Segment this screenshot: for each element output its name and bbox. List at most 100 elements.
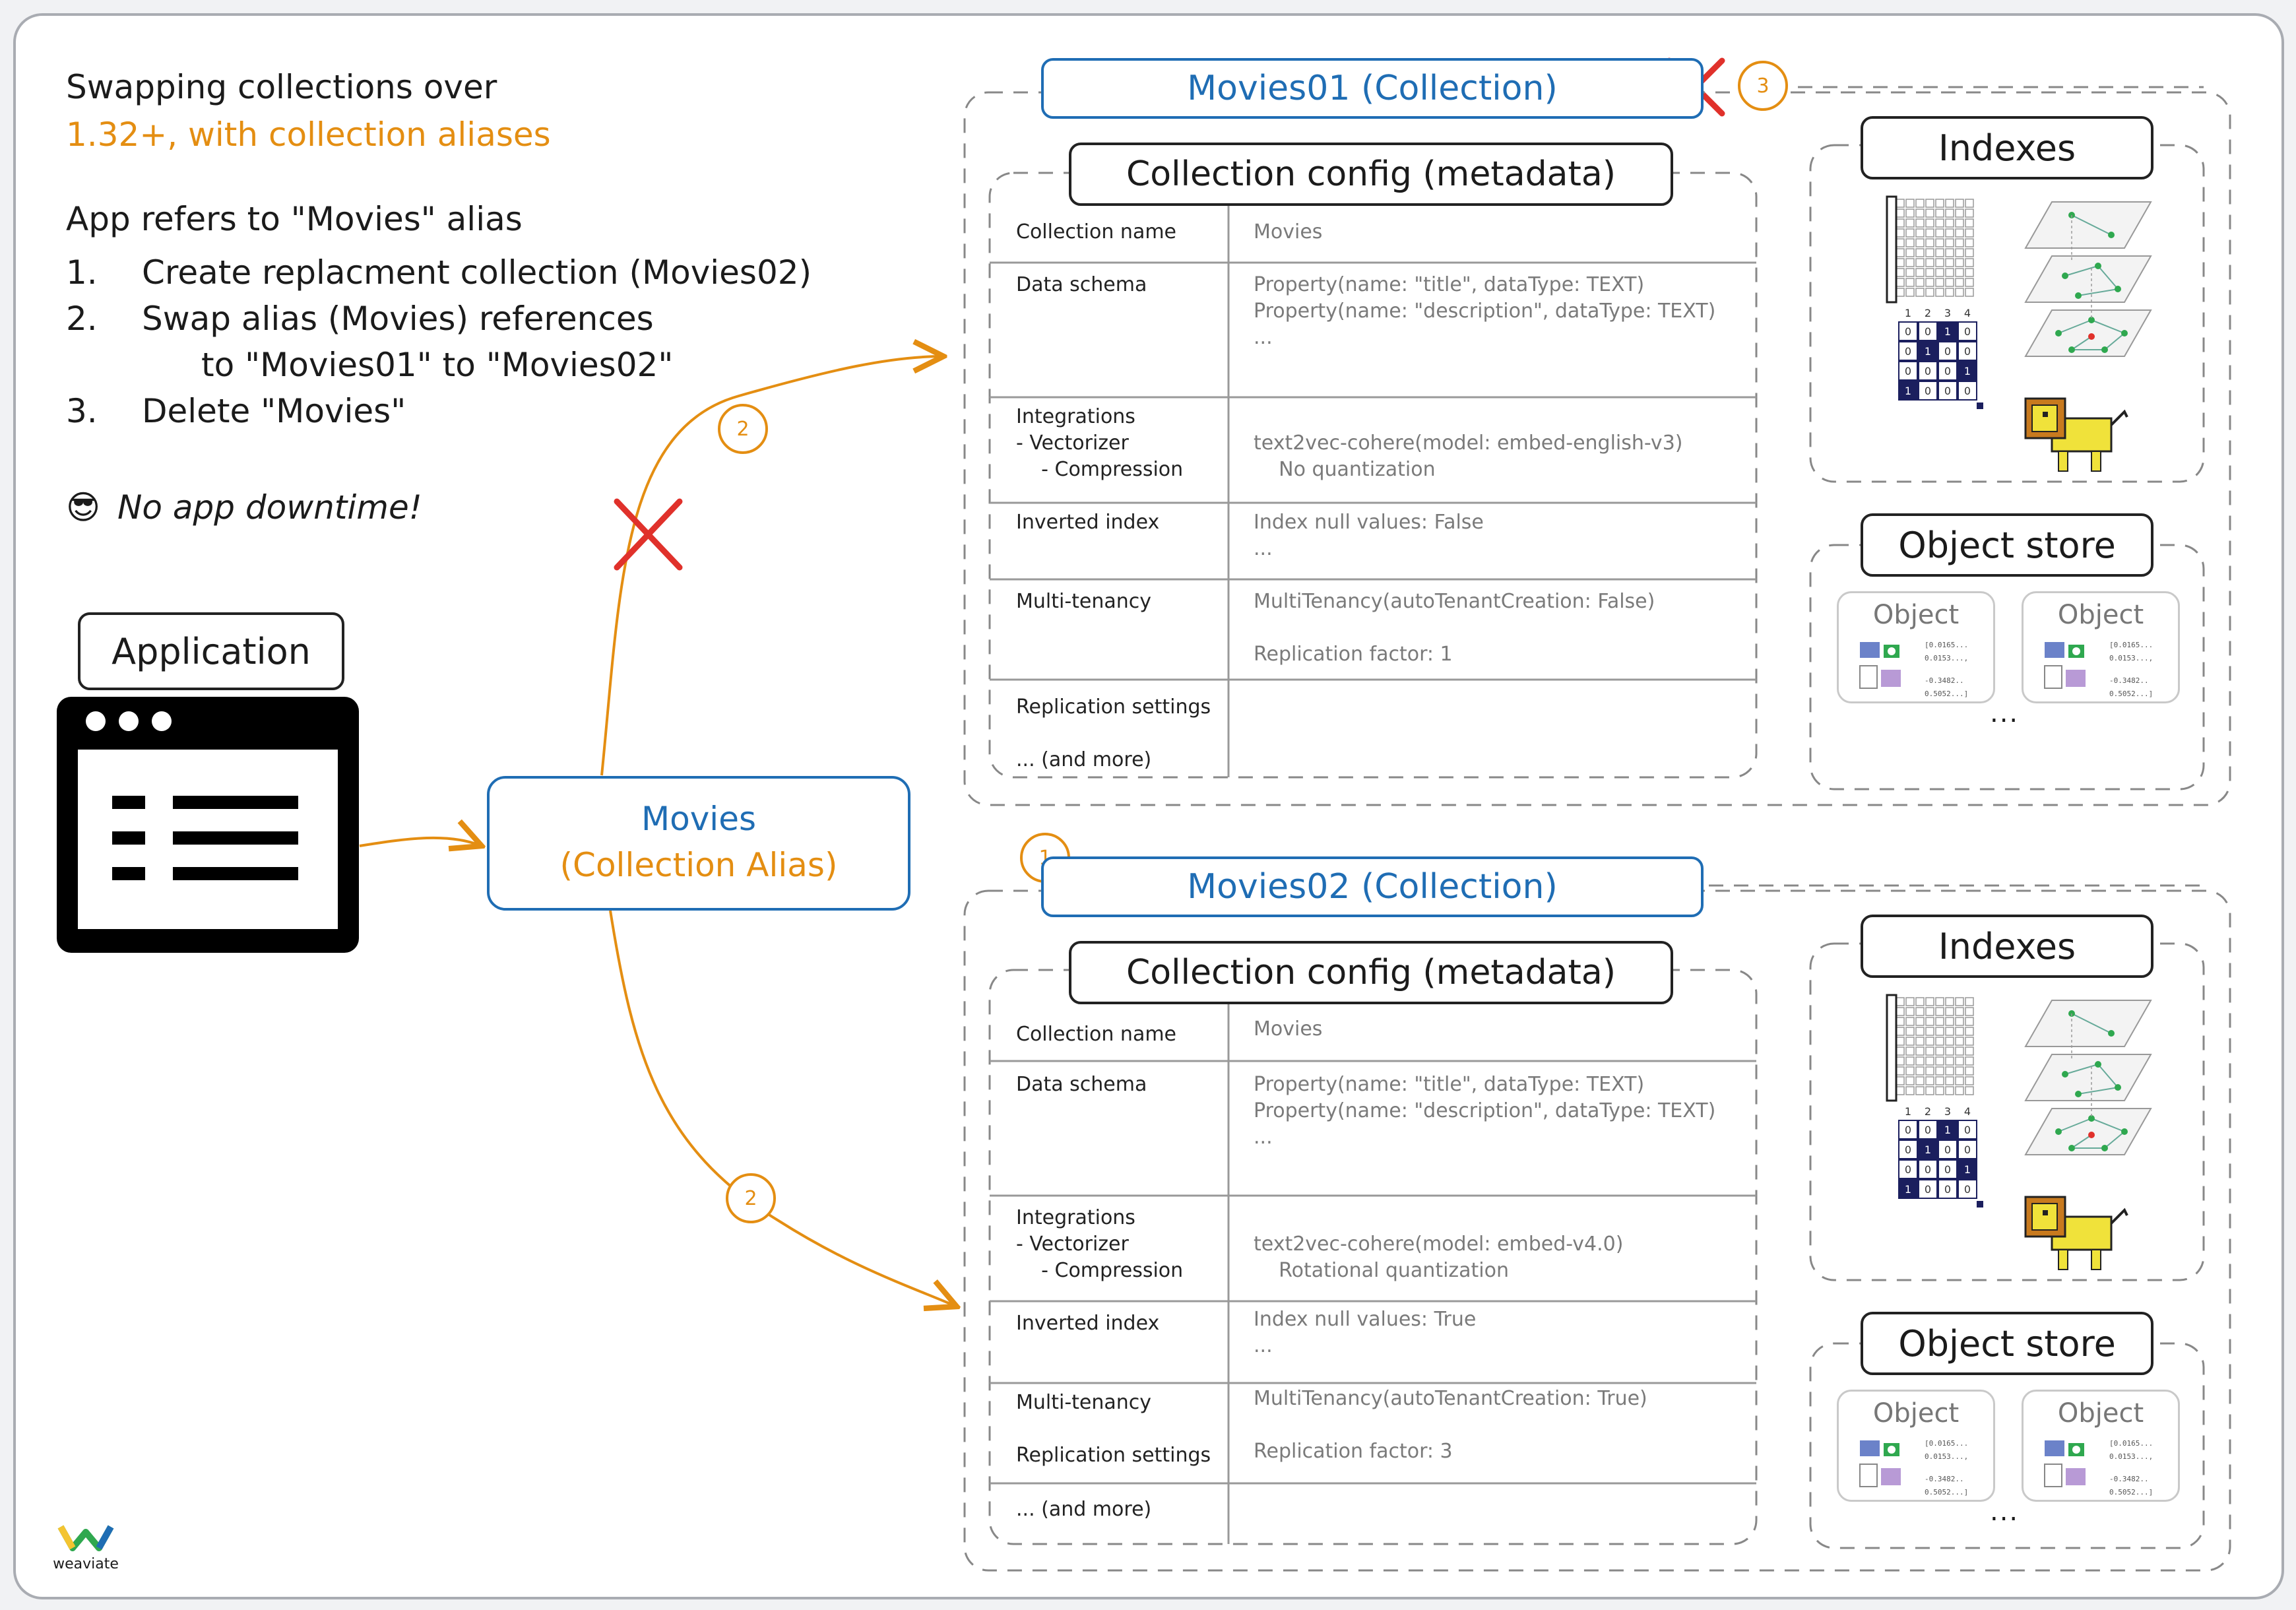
movies02-key-inverted-index: Inverted index (1016, 1312, 1160, 1335)
movies02-key-and-more: ... (and more) (1016, 1498, 1152, 1521)
movies02-object-card-1: Object [0.0165... 0.0153..., -0.3482.. 0.50… (1837, 1390, 1995, 1502)
svg-text:0: 0 (1905, 365, 1911, 377)
movies01-indexes-title: Indexes (1861, 116, 2153, 179)
svg-text:-0.3482..: -0.3482.. (1925, 1475, 1964, 1483)
svg-text:1: 1 (1905, 307, 1911, 319)
svg-text:-0.3482..: -0.3482.. (2109, 1475, 2149, 1483)
swap-step-marker-bottom: 2 (726, 1173, 776, 1223)
movies02-key-data-schema: Data schema (1016, 1073, 1147, 1096)
movies02-val-integrations: text2vec-cohere(model: embed-v4.0) Rotat… (1254, 1233, 1624, 1282)
svg-text:0: 0 (1944, 345, 1951, 358)
object-card-title: Object (1872, 600, 1960, 630)
movies02-table-lines (990, 1002, 1756, 1544)
svg-text:0: 0 (1905, 345, 1911, 358)
svg-text:0.0153...,: 0.0153..., (1925, 1452, 1968, 1461)
svg-text:0: 0 (1905, 1163, 1911, 1176)
svg-text:0: 0 (1964, 1124, 1971, 1136)
svg-text:0.0153...,: 0.0153..., (2109, 1452, 2153, 1461)
application-label: Application (78, 612, 344, 690)
object-card-title: Object (2057, 1398, 2144, 1429)
swap-step-marker-top: 2 (718, 404, 768, 454)
movies02-val-inverted-index: Index null values: True ... (1254, 1308, 1477, 1357)
svg-text:[0.0165...: [0.0165... (2109, 1439, 2153, 1448)
weaviate-logo: weaviate (53, 1522, 119, 1572)
step-1-text: Create replacment collection (Movies02) (142, 253, 812, 292)
delete-step-marker: 3 (1738, 61, 1788, 111)
svg-text:0: 0 (1905, 1124, 1911, 1136)
movies02-indexes-panel (1809, 942, 2205, 1281)
movies01-key-data-schema: Data schema (1016, 273, 1147, 296)
svg-text:3: 3 (1944, 1105, 1951, 1118)
svg-text:0.5052...]: 0.5052...] (2109, 1488, 2153, 1497)
no-downtime-text: No app downtime! (117, 488, 422, 527)
svg-text:1: 1 (1905, 1105, 1911, 1118)
movies02-more-objects: ... (1990, 1497, 2020, 1527)
svg-text:0: 0 (1925, 325, 1931, 338)
movies01-object-panel (1809, 544, 2205, 790)
movies01-key-inverted-index: Inverted index (1016, 511, 1160, 534)
svg-text:0.5052...]: 0.5052...] (1925, 690, 1968, 698)
movies02-title[interactable]: Movies02 (Collection) (1041, 856, 1704, 917)
movies02-val-multi-tenancy: MultiTenancy(autoTenantCreation: True) R… (1254, 1387, 1647, 1463)
movies01-config-title: Collection config (metadata) (1069, 143, 1673, 206)
svg-text:[0.0165...: [0.0165... (2109, 641, 2153, 649)
svg-text:3: 3 (1944, 307, 1951, 319)
svg-text:[0.0165...: [0.0165... (1925, 1439, 1968, 1448)
weaviate-logo-icon (57, 1525, 114, 1551)
weaviate-logo-text: weaviate (53, 1556, 119, 1572)
svg-text:1: 1 (1944, 325, 1951, 338)
svg-text:0: 0 (1964, 345, 1971, 358)
svg-text:4: 4 (1964, 307, 1971, 319)
movies02-hnsw-graph-icon (2019, 994, 2157, 1175)
movies01-mascot-icon (2006, 385, 2131, 480)
svg-text:1: 1 (1905, 1183, 1911, 1196)
movies01-key-collection-name: Collection name (1016, 220, 1177, 243)
movies01-hnsw-graph-icon (2019, 195, 2157, 376)
sunglasses-icon: 😎 (66, 488, 101, 527)
movies02-object-store-title: Object store (1861, 1312, 2153, 1375)
movies01-object-store-title: Object store (1861, 513, 2153, 577)
collection-alias-box[interactable]: Movies (Collection Alias) (487, 776, 910, 911)
movies01-val-multi-tenancy: MultiTenancy(autoTenantCreation: False) … (1254, 590, 1655, 666)
movies01-key-replication: Replication settings ... (and more) (1016, 695, 1211, 771)
svg-text:1: 1 (1925, 1143, 1931, 1156)
object-card-title: Object (2057, 600, 2144, 630)
svg-text:0: 0 (1964, 325, 1971, 338)
svg-text:1: 1 (1925, 345, 1931, 358)
svg-text:0: 0 (1925, 365, 1931, 377)
svg-text:4: 4 (1964, 1105, 1971, 1118)
alias-to-movies01-arrow (600, 356, 943, 776)
movies02-key-multi-tenancy: Multi-tenancy Replication settings (1016, 1391, 1211, 1467)
svg-text:0.5052...]: 0.5052...] (1925, 1488, 1968, 1497)
svg-text:0: 0 (1944, 1143, 1951, 1156)
movies01-val-integrations: text2vec-cohere(model: embed-english-v3)… (1254, 432, 1683, 481)
intro-line1: Swapping collections over (66, 68, 497, 106)
movies01-val-collection-name: Movies (1254, 220, 1323, 243)
svg-text:1: 1 (1905, 385, 1911, 397)
alias-subtitle: (Collection Alias) (559, 846, 838, 884)
object-card-title: Object (1872, 1398, 1960, 1429)
svg-text:0: 0 (1925, 385, 1931, 397)
movies01-val-inverted-index: Index null values: False ... (1254, 511, 1484, 560)
svg-text:0: 0 (1905, 1143, 1911, 1156)
svg-text:-0.3482..: -0.3482.. (1925, 676, 1964, 685)
step-2-continuation: to "Movies01" to "Movies02" (201, 346, 674, 384)
movies01-table-lines (990, 205, 1756, 777)
intro-line2: 1.32+, with collection aliases (66, 115, 551, 154)
svg-text:0: 0 (1944, 1163, 1951, 1176)
svg-text:0.0153...,: 0.0153..., (2109, 654, 2153, 662)
svg-text:0: 0 (1925, 1183, 1931, 1196)
index-grid-icon (1886, 994, 1974, 1102)
svg-text:1: 1 (1964, 365, 1971, 377)
application-window-icon (57, 697, 359, 953)
movies01-key-multi-tenancy: Multi-tenancy (1016, 590, 1152, 613)
movies01-object-card-2: Object [0.0165...0.0153...,-0.3482..0.50… (2022, 591, 2180, 703)
movies02-key-collection-name: Collection name (1016, 1023, 1177, 1046)
alias-name: Movies (641, 800, 757, 838)
svg-text:0: 0 (1944, 1183, 1951, 1196)
movies01-title[interactable]: Movies01 (Collection) (1041, 58, 1704, 119)
svg-text:0: 0 (1925, 1163, 1931, 1176)
intro-heading: App refers to "Movies" alias (66, 200, 523, 238)
movies02-indexes-title: Indexes (1861, 915, 2153, 978)
